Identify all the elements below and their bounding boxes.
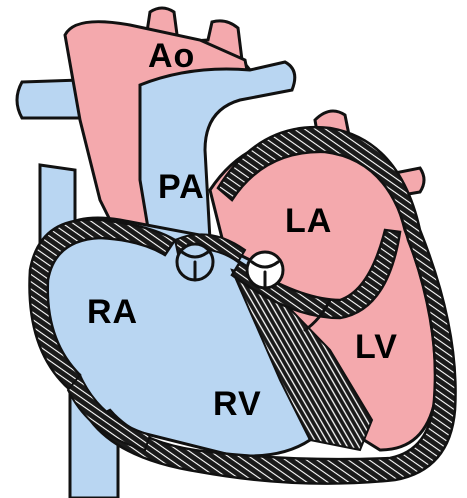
right-atrium-label: RA: [87, 293, 138, 331]
pulmonary-valve: [177, 244, 213, 280]
aorta-label: Ao: [148, 37, 195, 75]
left-atrium-label: LA: [285, 202, 332, 240]
pulmonary-artery-label: PA: [158, 168, 205, 206]
left-ventricle-label: LV: [355, 328, 398, 366]
aortic-valve: [247, 252, 283, 288]
right-ventricle-label: RV: [213, 385, 262, 423]
